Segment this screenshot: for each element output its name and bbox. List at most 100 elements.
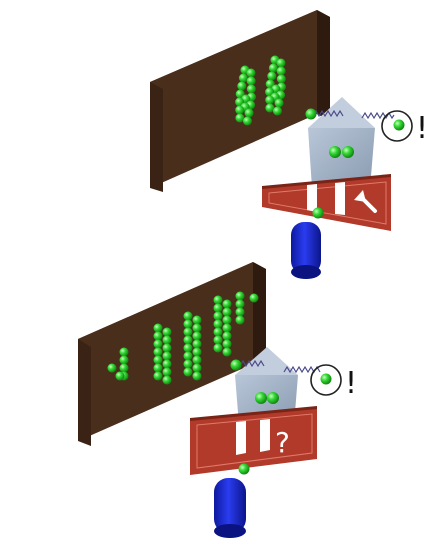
screen-particle — [192, 347, 202, 357]
slit-left — [307, 184, 317, 212]
particle-source-top — [291, 207, 324, 279]
question-mark: ? — [275, 426, 290, 459]
screen-particle — [115, 371, 125, 381]
exclamation-mark-top: ! — [416, 111, 428, 146]
screen-particle — [183, 359, 193, 369]
screen-particle — [213, 295, 223, 305]
screen-particle — [153, 363, 163, 373]
screen-particle — [222, 299, 232, 309]
screen-particle — [183, 343, 193, 353]
screen-particle — [162, 327, 172, 337]
screen-particle — [192, 363, 202, 373]
screen-particle — [267, 71, 277, 81]
bottom-panel: ! ? — [78, 262, 357, 538]
screen-particle — [183, 335, 193, 345]
screen-particle — [153, 355, 163, 365]
screen-particle — [235, 113, 245, 123]
screen-particle — [153, 331, 163, 341]
screen-particle — [274, 98, 284, 108]
screen-particle — [162, 343, 172, 353]
kicked-particle — [320, 373, 332, 385]
screen-particle — [183, 311, 193, 321]
screen-particle — [222, 315, 232, 325]
screen-particle — [246, 68, 256, 78]
screen-particle — [192, 355, 202, 365]
screen-particle — [192, 339, 202, 349]
screen-particle — [222, 323, 232, 333]
emitted-particle — [312, 207, 324, 219]
screen-particle — [183, 351, 193, 361]
screen-particle — [192, 331, 202, 341]
screen-particle — [192, 371, 202, 381]
free-particle-left — [305, 108, 317, 120]
particle-pattern-two-bands — [235, 55, 286, 126]
screen-particle — [213, 343, 223, 353]
screen-particle — [192, 323, 202, 333]
screen-particle — [183, 327, 193, 337]
screen-particle — [268, 63, 278, 73]
screen-particle — [192, 315, 202, 325]
screen-particle — [162, 375, 172, 385]
screen-particle — [276, 74, 286, 84]
screen-particle — [162, 367, 172, 377]
screen-particle — [242, 116, 252, 126]
screen-particle — [238, 73, 248, 83]
screen-particle — [246, 76, 256, 86]
screen-particle — [249, 293, 259, 303]
detector-particle — [255, 392, 267, 404]
spring-left-bottom — [239, 359, 265, 368]
screen-particle — [153, 339, 163, 349]
slit-right — [260, 419, 270, 452]
screen-particle — [235, 299, 245, 309]
detector-particle — [329, 146, 341, 158]
screen-particle — [119, 355, 129, 365]
screen-particle — [119, 363, 129, 373]
screen-particle — [119, 347, 129, 357]
screen-particle — [153, 323, 163, 333]
screen-particle — [265, 103, 275, 113]
top-panel: ! — [150, 10, 428, 279]
screen-particle — [213, 319, 223, 329]
particle-source-bottom — [214, 463, 250, 538]
highlight-circle — [310, 364, 342, 396]
screen-particle — [237, 81, 247, 91]
kicked-particle — [393, 119, 405, 131]
screen-particle — [213, 303, 223, 313]
screen-particle — [244, 108, 254, 118]
screen-particle — [235, 307, 245, 317]
screen-particle — [162, 335, 172, 345]
screen-particle — [162, 351, 172, 361]
double-slit-plate-top — [262, 174, 391, 231]
screen-particle — [272, 106, 282, 116]
screen-particle — [213, 327, 223, 337]
screen-particle — [213, 335, 223, 345]
screen-particle — [153, 347, 163, 357]
screen-particle — [107, 363, 117, 373]
screen-particle — [276, 66, 286, 76]
screen-particle — [222, 347, 232, 357]
particle-pattern-interference — [107, 291, 259, 385]
screen-particle — [235, 291, 245, 301]
detector-particle — [267, 392, 279, 404]
screen-particle — [235, 105, 245, 115]
spring-left-top — [312, 109, 344, 118]
screen-particle — [246, 84, 256, 94]
free-particle-left — [230, 359, 242, 371]
screen-particle — [235, 315, 245, 325]
screen-particle — [265, 95, 275, 105]
detector-particle — [342, 146, 354, 158]
slit-left — [236, 421, 246, 455]
screen-particle — [213, 311, 223, 321]
screen-particle — [153, 371, 163, 381]
screen-particle — [162, 359, 172, 369]
screen-particle — [276, 58, 286, 68]
screen-particle — [183, 367, 193, 377]
screen-particle — [183, 319, 193, 329]
detection-screen-top — [150, 10, 330, 192]
exclamation-mark-bottom: ! — [345, 366, 357, 401]
emitted-particle — [238, 463, 250, 475]
slit-right — [335, 182, 345, 215]
screen-particle — [222, 339, 232, 349]
double-slit-plate-bottom — [190, 406, 317, 475]
